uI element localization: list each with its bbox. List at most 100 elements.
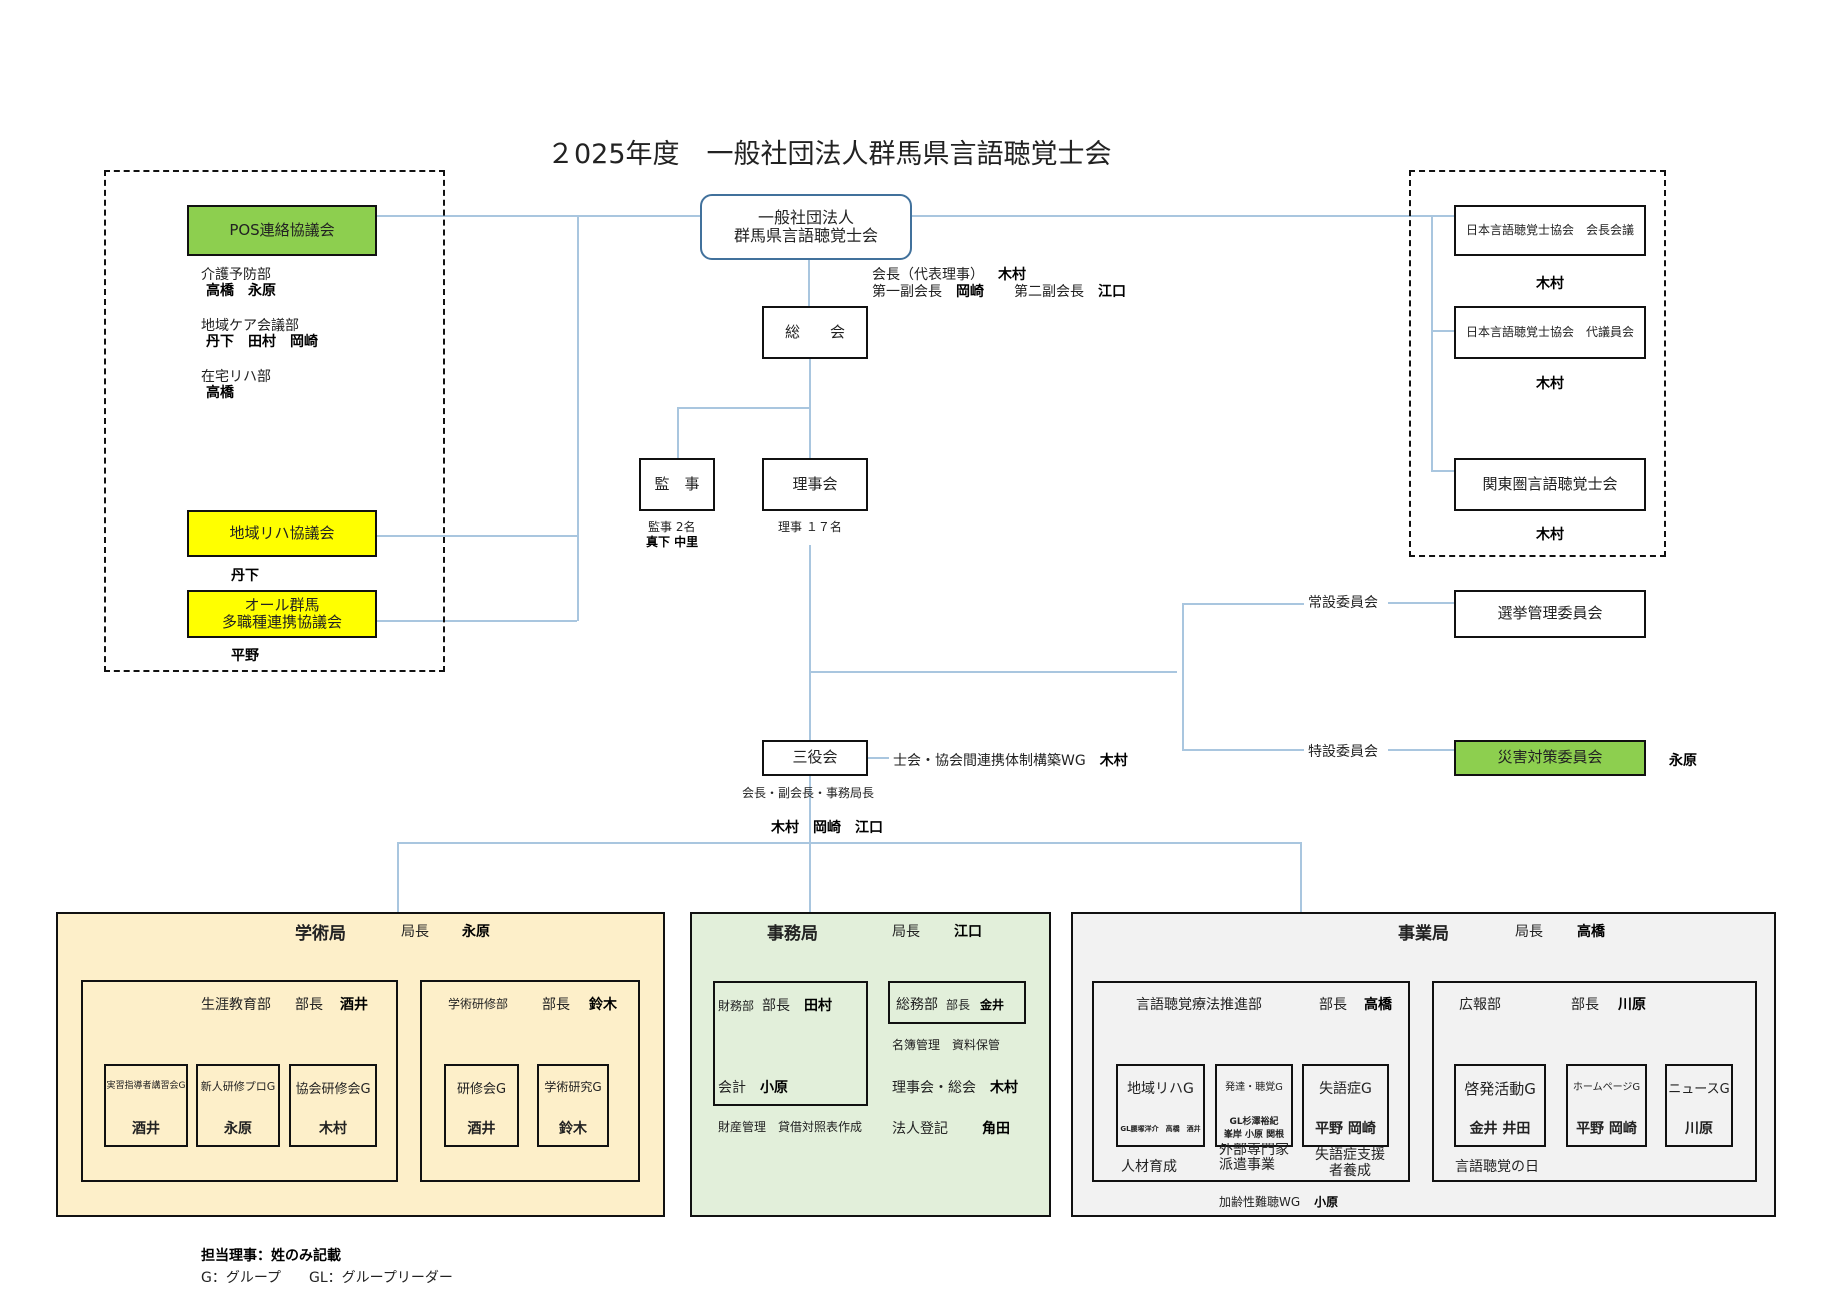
group-members: GL腰塚洋介 高橋 酒井	[1120, 1125, 1201, 1133]
dept-members: 高橋 永原	[206, 283, 276, 299]
root-line1: 一般社団法人	[757, 207, 854, 227]
auditor-names: 真下 中里	[646, 535, 699, 549]
suishin-note: 失語症支援者養成	[1315, 1147, 1385, 1179]
item-label: 理事会・総会	[892, 1080, 976, 1096]
connector	[577, 215, 579, 621]
chiiki-reha-council-box: 地域リハ協議会	[187, 510, 377, 557]
group-members: 平野 岡崎	[1315, 1121, 1376, 1137]
vice-president-line: 第一副会長岡崎第二副会長江口	[872, 281, 1126, 301]
president-name: 木村	[998, 267, 1026, 283]
group-label: 発達・聴覚G	[1225, 1082, 1283, 1093]
page-title: ２025年度 一般社団法人群馬県言語聴覚士会	[547, 139, 1112, 170]
disaster-committee-box: 災害対策委員会	[1454, 740, 1646, 776]
item-member: 角田	[982, 1121, 1010, 1137]
standing-committee-label: 常設委員会	[1308, 595, 1378, 611]
dept-head-label: 部長	[1571, 997, 1599, 1013]
dept-head-label: 部長	[762, 998, 791, 1014]
dept-name: 財務部	[718, 999, 755, 1013]
dept-name: 総務部	[896, 997, 938, 1013]
group-label: 新人研修プロG	[200, 1080, 276, 1093]
group-box: 協会研修会G 木村	[289, 1064, 377, 1147]
board-count: 理事 １７名	[778, 520, 842, 534]
bureau-title: 事務局	[767, 924, 818, 944]
footer-note-1: 担当理事：姓のみ記載	[201, 1248, 341, 1264]
group-members: 金井 井田	[1469, 1121, 1531, 1137]
group-members: 木村	[319, 1121, 347, 1137]
dept-head-label: 部長	[1319, 997, 1347, 1013]
vp2-name: 江口	[1098, 284, 1126, 300]
koho-dept-box	[1432, 981, 1757, 1182]
vp1-label: 第一副会長	[872, 284, 942, 300]
election-committee-box: 選挙管理委員会	[1454, 590, 1646, 638]
wg-label: 加齢性難聴WG	[1219, 1195, 1301, 1209]
item-label: 法人登記	[892, 1121, 948, 1137]
connector	[1431, 215, 1433, 471]
bureau-title: 学術局	[295, 924, 346, 944]
dept-head: 高橋	[1364, 997, 1392, 1013]
dept-members: 高橋	[206, 385, 234, 401]
disaster-committee-member: 永原	[1669, 753, 1697, 769]
group-box: 学術研究G 鈴木	[537, 1064, 609, 1147]
connector	[867, 757, 889, 759]
group-members: 平野 岡崎	[1576, 1121, 1637, 1137]
connector	[912, 215, 1454, 217]
all-gunma-council-box: オール群馬多職種連携協議会	[187, 590, 377, 638]
kaikei-label: 会計	[718, 1080, 746, 1096]
bureau-title: 事業局	[1398, 924, 1449, 944]
connector	[809, 358, 811, 458]
connector	[1431, 470, 1454, 472]
dept-name: 在宅リハ部	[201, 369, 271, 385]
kaikei-line: 会計小原	[718, 1077, 788, 1097]
kaikei-member: 小原	[760, 1080, 788, 1096]
sanyakukai-label: 三役会	[792, 748, 838, 767]
kanto-association-box: 関東圏言語聴覚士会	[1454, 458, 1646, 511]
group-box: ホームページG 平野 岡崎	[1566, 1064, 1647, 1147]
bureau-head-label: 局長	[892, 924, 920, 940]
group-label: ニュースG	[1668, 1082, 1730, 1097]
dept-head: 金井	[980, 998, 1005, 1012]
jaslht-delegates-box: 日本言語聴覚士協会 代議員会	[1454, 306, 1646, 359]
connector	[1431, 330, 1454, 332]
suishin-dept-box	[1092, 981, 1410, 1182]
sanyakukai-box: 三役会	[762, 740, 868, 776]
item-member: 木村	[990, 1080, 1018, 1096]
chiiki-reha-member: 丹下	[231, 568, 259, 584]
dept-head: 川原	[1618, 997, 1646, 1013]
auditor-label: 監 事	[654, 474, 700, 493]
connector	[1388, 602, 1454, 604]
vp2-label: 第二副会長	[1014, 284, 1084, 300]
all-gunma-line2: 多職種連携協議会	[221, 613, 342, 631]
bureau-head: 江口	[954, 924, 982, 940]
chiiki-reha-label: 地域リハ協議会	[229, 523, 335, 542]
wg-member: 木村	[1099, 753, 1128, 769]
pos-council-box: POS連絡協議会	[187, 205, 377, 256]
connector	[397, 842, 399, 912]
external-councils-panel	[104, 170, 445, 672]
connector	[1182, 749, 1304, 751]
group-label: 地域リハG	[1127, 1081, 1194, 1097]
all-gunma-member: 平野	[231, 648, 259, 664]
root-organization-box: 一般社団法人 群馬県言語聴覚士会	[700, 194, 912, 260]
somu-tasks: 名簿管理 資料保管	[892, 1038, 1001, 1052]
somu-dept-box	[888, 981, 1026, 1024]
connector	[677, 407, 810, 409]
group-members: 酒井	[467, 1121, 496, 1137]
group-members: 鈴木	[559, 1121, 587, 1137]
dept-name: 学術研修部	[448, 997, 509, 1011]
connector	[809, 671, 1177, 673]
dept-name: 言語聴覚療法推進部	[1136, 997, 1262, 1013]
bureau-head: 永原	[462, 924, 490, 940]
body-label: 関東圏言語聴覚士会	[1482, 474, 1618, 493]
group-label: 協会研修会G	[295, 1082, 371, 1097]
connector	[376, 215, 700, 217]
dept-head: 鈴木	[589, 997, 617, 1013]
group-label: 学術研究G	[544, 1080, 602, 1094]
wg-member: 小原	[1314, 1195, 1339, 1209]
wg-label: 士会・協会間連携体制構築WG	[893, 753, 1086, 769]
koho-note: 言語聴覚の日	[1455, 1159, 1539, 1175]
somu-item: 理事会・総会木村	[892, 1077, 1018, 1097]
group-label: ホームページG	[1572, 1082, 1641, 1093]
